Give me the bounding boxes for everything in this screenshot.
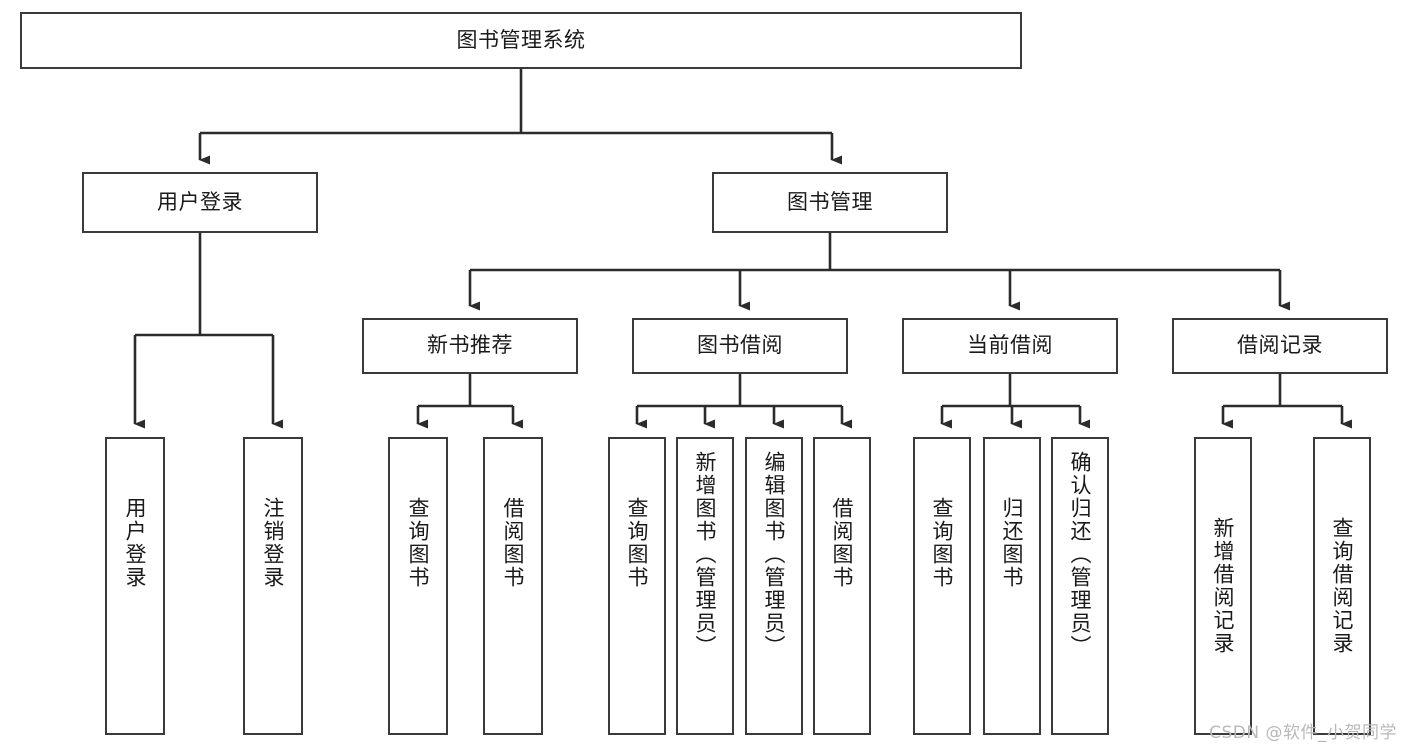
node-leaf-edit-book-admin[interactable]: 编辑图书（管理员）	[745, 437, 803, 735]
node-leaf-borrow-book-recommend[interactable]: 借阅图书	[483, 437, 543, 735]
node-label: 查询图书	[625, 497, 650, 589]
node-label: 当前借阅	[967, 333, 1053, 358]
node-leaf-confirm-return-admin[interactable]: 确认归还（管理员）	[1051, 437, 1109, 735]
node-label: 借阅图书	[501, 497, 526, 589]
node-user-login[interactable]: 用户登录	[82, 172, 318, 233]
node-label: 注销登录	[261, 497, 286, 589]
node-label: 借阅图书	[830, 497, 855, 589]
node-label: 图书借阅	[697, 333, 783, 358]
node-book-management-system[interactable]: 图书管理系统	[20, 12, 1022, 69]
node-label: 图书管理系统	[456, 27, 586, 52]
node-leaf-query-book-current[interactable]: 查询图书	[913, 437, 971, 735]
node-leaf-add-book-admin[interactable]: 新增图书（管理员）	[676, 437, 734, 735]
node-label: 查询借阅记录	[1330, 517, 1355, 655]
node-current-borrow[interactable]: 当前借阅	[902, 318, 1118, 374]
node-label: 用户登录	[157, 189, 243, 214]
node-label: 新增借阅记录	[1211, 517, 1236, 655]
node-label: 新增图书（管理员）	[693, 451, 718, 658]
node-book-borrow[interactable]: 图书借阅	[632, 318, 848, 374]
node-label: 图书管理	[787, 189, 873, 214]
node-leaf-user-login[interactable]: 用户登录	[105, 437, 165, 735]
node-leaf-logout[interactable]: 注销登录	[243, 437, 303, 735]
node-leaf-query-borrow-record[interactable]: 查询借阅记录	[1313, 437, 1371, 735]
node-label: 用户登录	[123, 497, 148, 589]
node-new-book-recommend[interactable]: 新书推荐	[362, 318, 578, 374]
node-label: 借阅记录	[1237, 333, 1323, 358]
node-leaf-query-book-recommend[interactable]: 查询图书	[388, 437, 448, 735]
node-label: 新书推荐	[427, 333, 513, 358]
node-book-manage[interactable]: 图书管理	[712, 172, 948, 233]
node-leaf-add-borrow-record[interactable]: 新增借阅记录	[1194, 437, 1252, 735]
node-label: 查询图书	[930, 497, 955, 589]
node-leaf-return-book[interactable]: 归还图书	[983, 437, 1041, 735]
node-label: 确认归还（管理员）	[1068, 451, 1093, 658]
node-leaf-query-book[interactable]: 查询图书	[608, 437, 666, 735]
node-leaf-borrow-book[interactable]: 借阅图书	[813, 437, 871, 735]
node-borrow-record[interactable]: 借阅记录	[1172, 318, 1388, 374]
node-label: 归还图书	[1000, 497, 1025, 589]
node-label: 编辑图书（管理员）	[762, 451, 787, 658]
node-label: 查询图书	[406, 497, 431, 589]
